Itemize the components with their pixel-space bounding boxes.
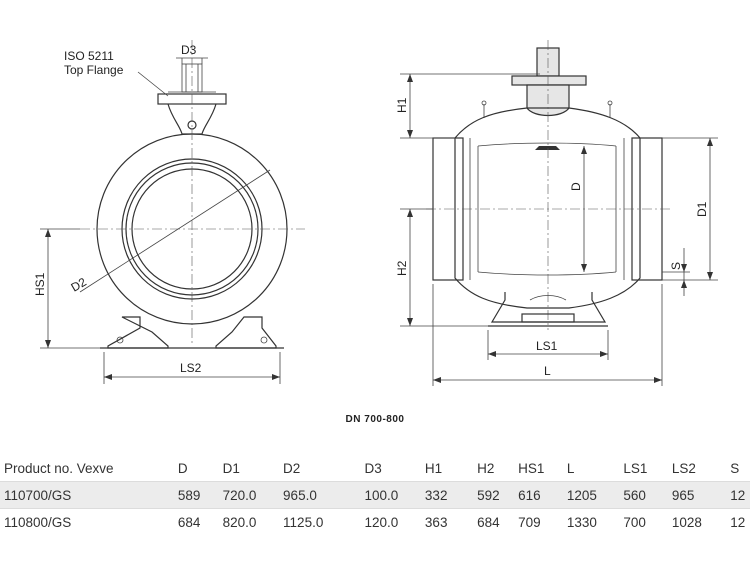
table-header-row: Product no. Vexve D D1 D2 D3 H1 H2 HS1 L… <box>0 455 750 482</box>
d2-label: D2 <box>69 275 90 295</box>
cell-l: 1205 <box>562 481 620 509</box>
front-view <box>40 40 305 384</box>
header-d: D <box>177 460 188 476</box>
header-d3: D3 <box>364 460 382 476</box>
header-product-no: Product no. Vexve <box>4 460 114 476</box>
header-s: S <box>730 460 740 476</box>
cell-d: 589 <box>173 481 219 509</box>
d1-label: D1 <box>695 201 709 217</box>
cell-h2: 684 <box>473 508 515 535</box>
cell-d3: 120.0 <box>360 508 421 535</box>
cell-ls1: 700 <box>619 508 668 535</box>
header-l: L <box>566 460 575 476</box>
header-ls2: LS2 <box>671 460 696 476</box>
ls2-label: LS2 <box>180 361 202 375</box>
h1-label: H1 <box>395 97 409 113</box>
cell-product-no: 110700/GS <box>0 481 174 509</box>
cell-d2: 965.0 <box>279 481 361 509</box>
side-top-flange <box>511 75 587 86</box>
cell-s: 12 <box>726 481 750 509</box>
ls1-label: LS1 <box>536 339 558 353</box>
s-label: S <box>669 262 683 270</box>
header-d2: D2 <box>283 460 301 476</box>
side-base <box>490 292 607 323</box>
dimensions-table: Product no. Vexve D D1 D2 D3 H1 H2 HS1 L… <box>0 455 750 535</box>
cell-product-no: 110800/GS <box>0 508 174 535</box>
right-foot <box>215 316 277 349</box>
cell-s: 12 <box>726 508 750 535</box>
left-foot <box>107 316 169 349</box>
d3-label: D3 <box>181 43 197 57</box>
cell-d1: 820.0 <box>218 508 280 535</box>
cell-hs1: 709 <box>514 508 563 535</box>
cell-d1: 720.0 <box>218 481 280 509</box>
cell-l: 1330 <box>562 508 620 535</box>
cell-d2: 1125.0 <box>279 508 361 535</box>
valve-technical-drawing: ISO 5211 Top Flange D3 D2 HS1 LS2 H1 D D… <box>33 40 718 386</box>
cell-ls1: 560 <box>619 481 668 509</box>
cell-d3: 100.0 <box>360 481 421 509</box>
cell-h1: 332 <box>420 481 474 509</box>
side-view <box>400 40 718 386</box>
header-ls1: LS1 <box>623 460 648 476</box>
header-hs1: HS1 <box>518 460 545 476</box>
header-h1: H1 <box>424 460 443 476</box>
d2-leader <box>79 169 271 293</box>
d-label: D <box>569 182 583 191</box>
cell-h1: 363 <box>420 508 474 535</box>
cell-h2: 592 <box>473 481 515 509</box>
base-slot <box>521 313 575 323</box>
top-flange-label: Top Flange <box>64 63 124 77</box>
table-row: 110700/GS 589 720.0 965.0 100.0 332 592 … <box>0 481 750 509</box>
iso-label: ISO 5211 <box>64 49 114 63</box>
l-label: L <box>544 364 551 378</box>
side-body <box>454 107 641 309</box>
drawing-caption: DN 700-800 <box>345 414 405 425</box>
table-row: 110800/GS 684 820.0 1125.0 120.0 363 684… <box>0 508 750 535</box>
h2-label: H2 <box>395 260 409 276</box>
hs1-label: HS1 <box>33 272 47 296</box>
cell-ls2: 965 <box>667 481 727 509</box>
cell-d: 684 <box>173 508 219 535</box>
header-d1: D1 <box>222 460 240 476</box>
cell-ls2: 1028 <box>667 508 727 535</box>
header-h2: H2 <box>477 460 495 476</box>
cell-hs1: 616 <box>514 481 563 509</box>
